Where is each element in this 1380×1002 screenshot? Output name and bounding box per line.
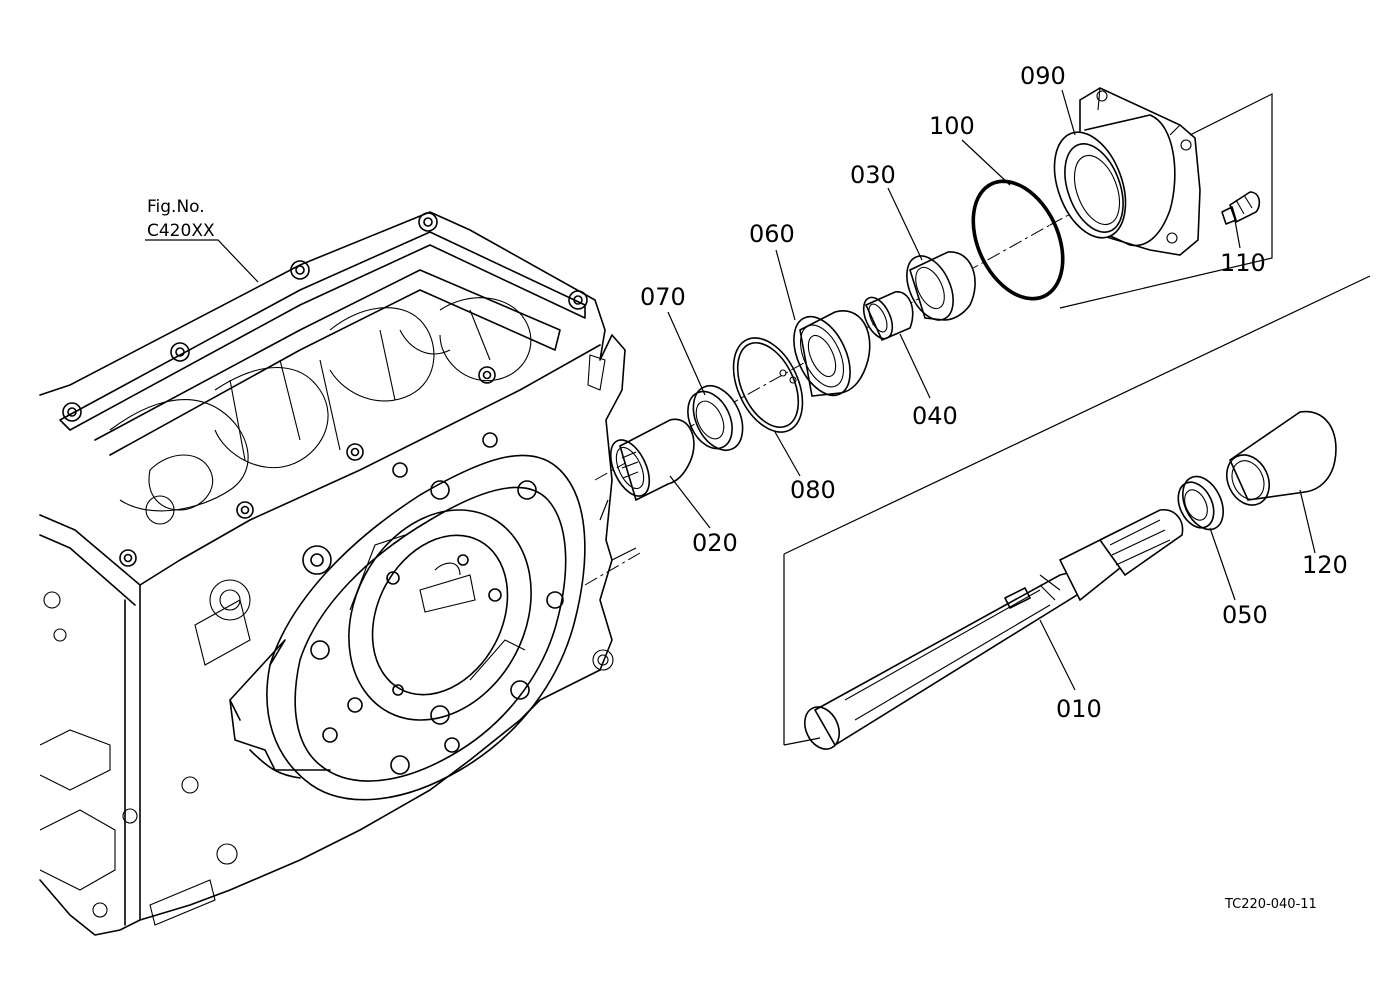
part-080-snap-ring bbox=[732, 337, 804, 433]
label-100: 100 bbox=[929, 112, 975, 140]
label-030: 030 bbox=[850, 161, 896, 189]
part-040-collar bbox=[862, 291, 914, 342]
label-120: 120 bbox=[1302, 551, 1348, 579]
part-labels: 010 020 030 040 050 060 070 080 090 100 … bbox=[640, 62, 1348, 723]
figure-ref-label: Fig.No. bbox=[147, 197, 205, 217]
part-100-o-ring bbox=[971, 179, 1065, 301]
part-110-plug bbox=[1221, 191, 1261, 225]
label-110: 110 bbox=[1220, 249, 1266, 277]
figure-ref-number: C420XX bbox=[147, 221, 215, 241]
label-020: 020 bbox=[692, 529, 738, 557]
part-010-shaft bbox=[803, 509, 1184, 750]
figure-reference: Fig.No. C420XX bbox=[145, 197, 259, 283]
label-070: 070 bbox=[640, 283, 686, 311]
part-070-oil-seal bbox=[687, 385, 744, 451]
leader-lines bbox=[667, 89, 1316, 691]
transmission-case bbox=[39, 211, 626, 936]
label-010: 010 bbox=[1056, 695, 1102, 723]
part-030-ball-bearing bbox=[906, 251, 976, 321]
exploded-view-frame bbox=[599, 93, 1371, 746]
label-040: 040 bbox=[912, 402, 958, 430]
label-050: 050 bbox=[1222, 601, 1268, 629]
drawing-code: TC220-040-11 bbox=[1224, 897, 1317, 912]
part-120-sleeve bbox=[1226, 410, 1337, 506]
label-090: 090 bbox=[1020, 62, 1066, 90]
label-080: 080 bbox=[790, 476, 836, 504]
part-020-needle-bearing bbox=[609, 418, 695, 502]
part-060-ball-bearing bbox=[793, 310, 871, 397]
label-060: 060 bbox=[749, 220, 795, 248]
part-090-bearing-housing bbox=[1053, 87, 1201, 256]
part-050-seal-ring bbox=[1177, 475, 1224, 531]
